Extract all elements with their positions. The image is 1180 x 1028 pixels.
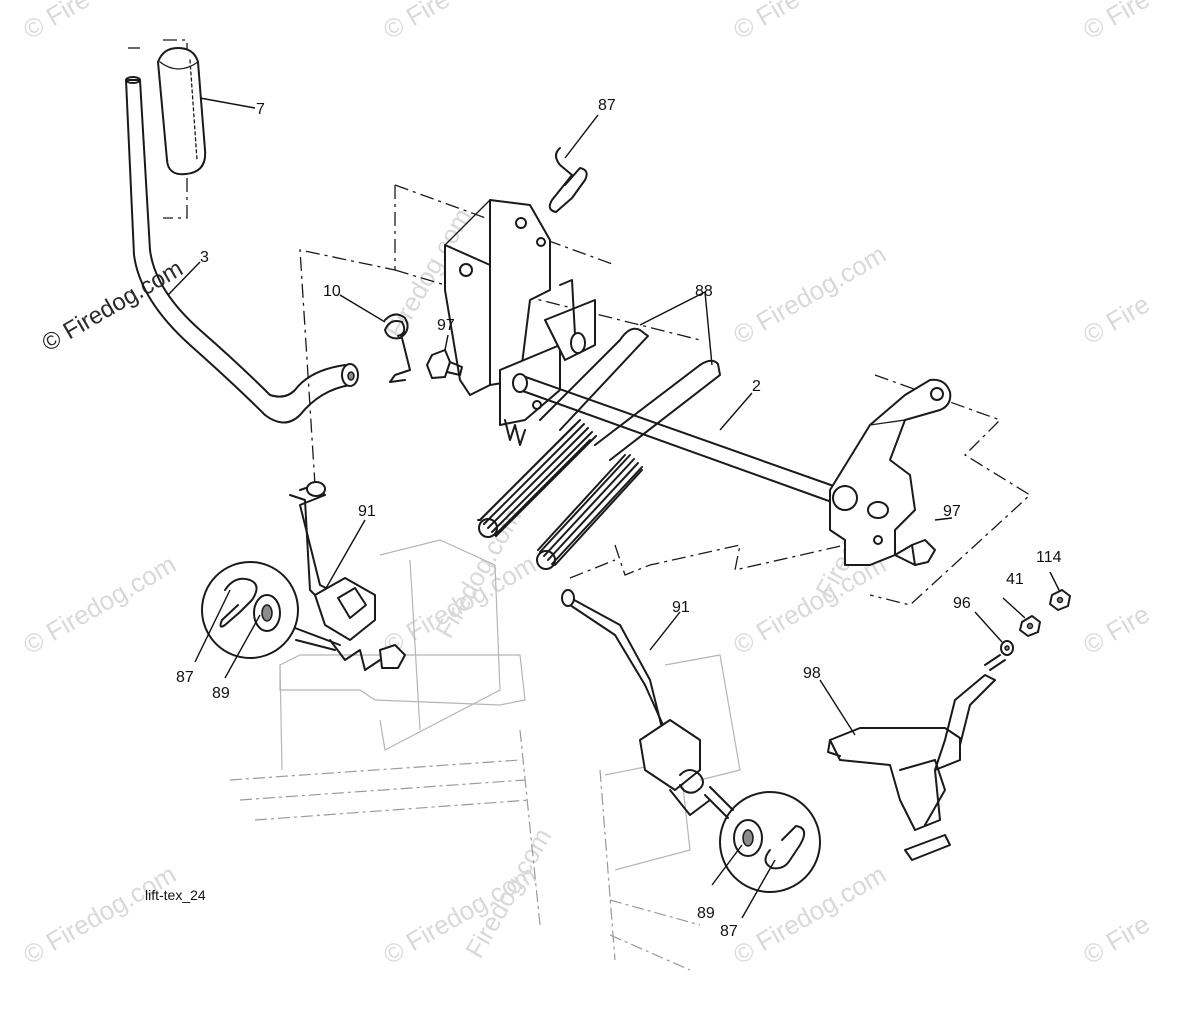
- detail-circle-left: [201, 561, 341, 659]
- diagram-code: lift-tex_24: [145, 887, 206, 903]
- callout-96: 96: [953, 595, 971, 612]
- callout-3: 3: [200, 249, 209, 266]
- watermark: © Firedog.com: [728, 859, 891, 970]
- callout-87-left: 87: [176, 669, 194, 686]
- callout-10: 10: [323, 283, 341, 300]
- washer-96: [1000, 640, 1014, 656]
- callout-41: 41: [1006, 571, 1024, 588]
- lift-lever-assembly: [125, 47, 359, 424]
- callout-114: 114: [1036, 549, 1062, 566]
- callout-91-right: 91: [672, 599, 690, 616]
- watermark: © Fire: [728, 0, 805, 45]
- callout-91-left: 91: [358, 503, 376, 520]
- torsion-spring: [384, 313, 411, 383]
- link-right: [561, 589, 711, 816]
- callout-98: 98: [803, 665, 821, 682]
- extension-spring-left: [477, 419, 597, 538]
- watermark: © Firedog.com: [728, 239, 891, 350]
- callout-87-top: 87: [598, 97, 616, 114]
- bracket-98: [827, 654, 1006, 861]
- watermark: © Firedog.com: [18, 859, 181, 970]
- callout-97-right: 97: [943, 503, 961, 520]
- detail-circle-right: [704, 786, 821, 893]
- callout-97-left: 97: [437, 317, 455, 334]
- pivot-bracket: [444, 199, 596, 446]
- watermark: © Fire: [1078, 909, 1155, 971]
- callout-89-left: 89: [212, 685, 230, 702]
- nut-41: [1019, 615, 1041, 637]
- right-lift-arm: [829, 378, 952, 566]
- watermark: © Fire: [18, 0, 95, 45]
- bolt-right: [894, 539, 936, 566]
- watermark: © Fire: [1078, 599, 1155, 661]
- deck-outline: [229, 539, 741, 971]
- callout-87-right: 87: [720, 923, 738, 940]
- hairpin-clip-top: [548, 147, 588, 213]
- watermark: © Fire: [378, 0, 455, 45]
- callout-89-right: 89: [697, 905, 715, 922]
- link-left: [289, 481, 406, 671]
- callout-88: 88: [695, 283, 713, 300]
- leader-lines: [167, 97, 1061, 919]
- callout-labels: 7 3 87 10 97 88 2 97 91 87 89 91 89 87 1…: [176, 97, 1062, 940]
- watermark: © Fire: [1078, 0, 1155, 45]
- callout-2: 2: [752, 378, 761, 395]
- extension-spring-right: [536, 454, 643, 570]
- callout-7: 7: [256, 101, 265, 118]
- watermark: © Fire: [1078, 289, 1155, 351]
- watermark: © Firedog.com: [18, 549, 181, 660]
- lift-shaft: [512, 332, 846, 506]
- nut-114: [1049, 589, 1071, 611]
- watermark-dark: © Firedog.com: [38, 255, 188, 357]
